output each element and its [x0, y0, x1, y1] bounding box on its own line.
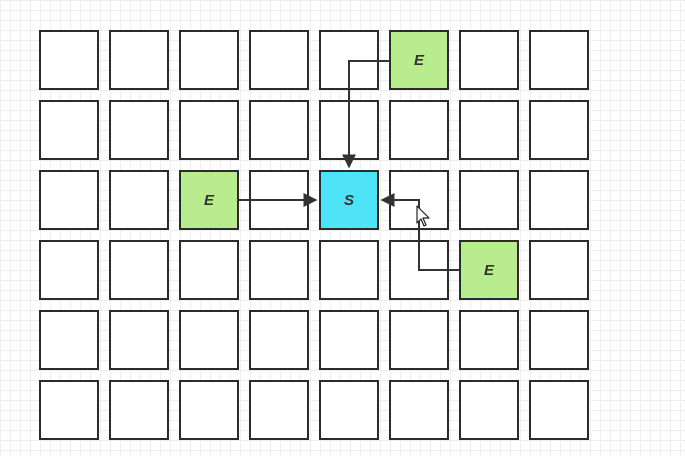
grid-cell: [529, 170, 589, 230]
grid-cell: [179, 30, 239, 90]
grid-cell: [109, 30, 169, 90]
grid-cell: [109, 380, 169, 440]
source-cell-2: E: [179, 170, 239, 230]
grid-cell: [319, 380, 379, 440]
grid-cell: [39, 30, 99, 90]
grid-cell: [529, 380, 589, 440]
grid-cell: [459, 100, 519, 160]
grid-cell: [459, 380, 519, 440]
grid-cell: [529, 310, 589, 370]
grid-cell: [179, 380, 239, 440]
grid-cell: [249, 310, 309, 370]
grid-cell: [39, 100, 99, 160]
grid-cell: [249, 30, 309, 90]
grid-cell: [179, 240, 239, 300]
grid-cell: [529, 30, 589, 90]
grid-cell: [319, 240, 379, 300]
grid-cell: [319, 100, 379, 160]
grid-cell: [109, 240, 169, 300]
grid-cell: [249, 380, 309, 440]
grid-cell: [179, 310, 239, 370]
grid-cell: [109, 310, 169, 370]
grid-cell: [39, 380, 99, 440]
grid-cell: [319, 310, 379, 370]
grid-cell: [389, 100, 449, 160]
grid-cell: [109, 170, 169, 230]
grid-cell: [319, 30, 379, 90]
grid-cell: [39, 310, 99, 370]
grid-cell: [459, 30, 519, 90]
grid-cell: [249, 240, 309, 300]
grid-cell: [529, 240, 589, 300]
grid-cell: [459, 310, 519, 370]
grid-cell: [39, 240, 99, 300]
grid-cell: [39, 170, 99, 230]
grid-cell: [249, 170, 309, 230]
grid-cell: [389, 310, 449, 370]
source-cell-3: E: [459, 240, 519, 300]
target-cell: S: [319, 170, 379, 230]
grid-cell: [389, 380, 449, 440]
grid-cell: [109, 100, 169, 160]
grid-cell: [249, 100, 309, 160]
grid-cell: [389, 240, 449, 300]
grid-cell: [529, 100, 589, 160]
grid-cell: [179, 100, 239, 160]
grid-cell: [389, 170, 449, 230]
source-cell-1: E: [389, 30, 449, 90]
grid-cell: [459, 170, 519, 230]
